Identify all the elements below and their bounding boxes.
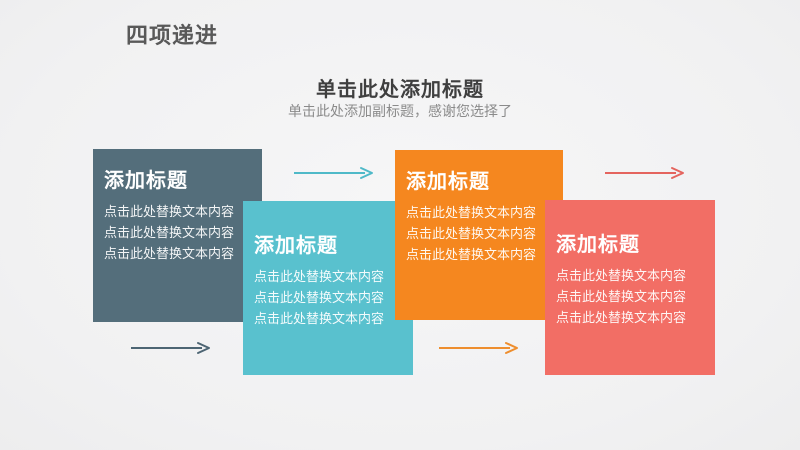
step-box-text-line[interactable]: 点击此处替换文本内容 xyxy=(104,246,235,261)
slide-title[interactable]: 四项递进 xyxy=(126,23,219,48)
step-box-3[interactable]: 添加标题 点击此处替换文本内容 点击此处替换文本内容 点击此处替换文本内容 xyxy=(395,150,563,320)
right-arrow-icon xyxy=(438,341,520,355)
step-box-title[interactable]: 添加标题 xyxy=(406,171,490,193)
step-box-4[interactable]: 添加标题 点击此处替换文本内容 点击此处替换文本内容 点击此处替换文本内容 xyxy=(545,200,715,375)
step-box-1[interactable]: 添加标题 点击此处替换文本内容 点击此处替换文本内容 点击此处替换文本内容 xyxy=(93,149,262,322)
step-box-text-line[interactable]: 点击此处替换文本内容 xyxy=(406,247,537,262)
heading-placeholder[interactable]: 单击此处添加标题 xyxy=(316,79,484,101)
right-arrow-icon xyxy=(293,166,375,180)
step-box-text-line[interactable]: 点击此处替换文本内容 xyxy=(104,204,235,219)
step-box-text-line[interactable]: 点击此处替换文本内容 xyxy=(254,290,385,305)
step-box-title[interactable]: 添加标题 xyxy=(556,234,640,256)
subheading-placeholder[interactable]: 单击此处添加副标题，感谢您选择了 xyxy=(288,103,512,119)
step-box-text-line[interactable]: 点击此处替换文本内容 xyxy=(556,289,687,304)
step-box-text-line[interactable]: 点击此处替换文本内容 xyxy=(104,225,235,240)
step-box-title[interactable]: 添加标题 xyxy=(254,235,338,257)
step-box-text-line[interactable]: 点击此处替换文本内容 xyxy=(406,205,537,220)
step-box-text-line[interactable]: 点击此处替换文本内容 xyxy=(406,226,537,241)
step-box-text-line[interactable]: 点击此处替换文本内容 xyxy=(254,311,385,326)
right-arrow-icon xyxy=(130,341,212,355)
step-box-2[interactable]: 添加标题 点击此处替换文本内容 点击此处替换文本内容 点击此处替换文本内容 xyxy=(243,201,413,375)
right-arrow-icon xyxy=(604,166,686,180)
step-box-text-line[interactable]: 点击此处替换文本内容 xyxy=(556,310,687,325)
step-box-text-line[interactable]: 点击此处替换文本内容 xyxy=(254,269,385,284)
step-box-title[interactable]: 添加标题 xyxy=(104,170,188,192)
step-box-text-line[interactable]: 点击此处替换文本内容 xyxy=(556,268,687,283)
